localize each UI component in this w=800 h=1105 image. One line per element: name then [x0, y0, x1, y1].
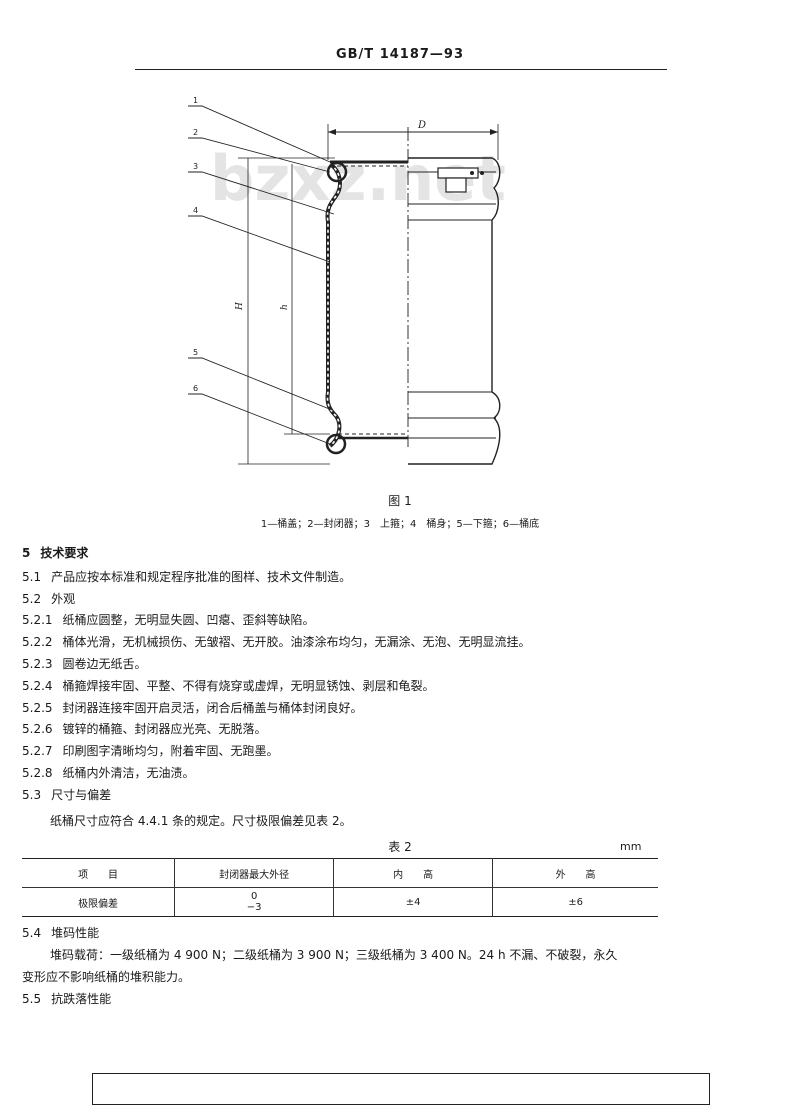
figure-legend: 1—桶盖；2—封闭器；3 上箍；4 桶身；5—下箍；6—桶底 — [260, 519, 540, 530]
paragraph-line: 纸桶尺寸应符合 4.4.1 条的规定。尺寸极限偏差见表 2。 — [50, 812, 352, 829]
section-number: 5.4 — [22, 926, 42, 940]
closure-pivot — [470, 171, 474, 175]
section-text: 尺寸与偏差 — [51, 787, 112, 802]
section-5-3: 5.3 尺寸与偏差 — [22, 786, 111, 803]
section-text: 产品应按本标准和规定程序批准的图样、技术文件制造。 — [51, 569, 352, 584]
closure-upper: 0 — [250, 891, 258, 902]
section-text: 外观 — [51, 591, 76, 606]
section-5-4: 5.4 堆码性能 — [22, 924, 99, 941]
dim-d-arrow-left — [328, 129, 336, 135]
section-number: 5.1 — [22, 569, 42, 584]
closure-clamp — [445, 177, 467, 193]
dim-d-arrow-right — [490, 129, 498, 135]
section-5-2-1: 5.2.1 纸桶应圆整，无明显失圆、凹瘪、歪斜等缺陷。 — [22, 611, 315, 628]
table-row: 极限偏差 0−3 ±4 ±6 — [22, 887, 658, 917]
section-text: 堆码性能 — [51, 926, 100, 940]
document-header: GB/T 14187—93 — [335, 47, 465, 62]
section-number: 5.2.6 — [22, 722, 53, 737]
section-5-2-2: 5.2.2 桶体光滑，无机械损伤、无皱褶、无开胶。油漆涂布均匀，无漏涂、无泡、无明… — [22, 633, 531, 650]
footer-box — [92, 1073, 710, 1105]
closure-tolerance: 0−3 — [174, 887, 335, 917]
section-number: 5.2.7 — [22, 744, 53, 759]
section-number: 5.2.3 — [22, 657, 53, 671]
section-text: 纸桶内外清洁，无油渍。 — [62, 766, 195, 780]
section-text: 桶体光滑，无机械损伤、无皱褶、无开胶。油漆涂布均匀，无漏涂、无泡、无明显流挂。 — [62, 635, 531, 650]
section-5-2-3: 5.2.3 圆卷边无纸舌。 — [22, 655, 147, 672]
section-5-2-8: 5.2.8 纸桶内外清洁，无油渍。 — [22, 764, 195, 781]
inner-height-tolerance: ±4 — [333, 887, 494, 917]
header-rule — [135, 69, 667, 70]
section-number: 5 — [22, 546, 31, 560]
closure-pivot-2 — [480, 171, 484, 175]
section-text: 纸桶尺寸应符合 4.4.1 条的规定。尺寸极限偏差见表 2。 — [50, 813, 352, 828]
header-closure-diameter: 封闭器最大外径 — [174, 858, 335, 888]
outer-height-tolerance: ±6 — [492, 887, 658, 917]
section-text: 印刷图字清晰均匀，附着牢固、无跑墨。 — [62, 744, 279, 759]
section-5-2-4: 5.2.4 桶箍焊接牢固、平整、不得有烧穿或虚焊，无明显锈蚀、剥层和龟裂。 — [22, 677, 435, 694]
callout-leaders — [188, 105, 335, 445]
section-5: 5 技术要求 — [22, 544, 88, 561]
section-text: 桶箍焊接牢固、平整、不得有烧穿或虚焊，无明显锈蚀、剥层和龟裂。 — [62, 678, 435, 693]
section-number: 5.2.5 — [22, 700, 53, 715]
paragraph-line: 堆码载荷：一级纸桶为 4 900 N；二级纸桶为 3 900 N；三级纸桶为 3… — [50, 946, 617, 963]
section-5-1: 5.1 产品应按本标准和规定程序批准的图样、技术文件制造。 — [22, 568, 351, 585]
section-text: 堆码载荷：一级纸桶为 4 900 N；二级纸桶为 3 900 N；三级纸桶为 3… — [50, 948, 618, 962]
header-inner-height: 内 高 — [333, 858, 494, 888]
section-text: 纸桶应圆整，无明显失圆、凹瘪、歪斜等缺陷。 — [62, 613, 315, 628]
section-number: 5.3 — [22, 787, 42, 802]
paragraph-line: 变形应不影响纸桶的堆积能力。 — [22, 968, 190, 985]
dim-inner-label: h — [280, 304, 290, 310]
header-item: 项 目 — [22, 858, 176, 888]
section-text: 抗跌落性能 — [51, 992, 112, 1006]
section-number: 5.5 — [22, 992, 42, 1006]
table-header-row: 项 目 封闭器最大外径 内 高 外 高 — [22, 858, 658, 888]
figure-caption: 图 1 — [388, 494, 412, 508]
bottom-bead — [325, 433, 347, 455]
svg-text:6: 6 — [193, 384, 198, 393]
section-text: 镀锌的桶箍、封闭器应光亮、无脱落。 — [62, 722, 267, 737]
section-number: 5.2.4 — [22, 678, 53, 693]
section-text: 技术要求 — [40, 546, 89, 560]
section-text: 变形应不影响纸桶的堆积能力。 — [22, 970, 191, 984]
drum-drawing: bzxz.net D H h — [188, 96, 506, 465]
tolerance-table: 项 目 封闭器最大外径 内 高 外 高 极限偏差 0−3 ±4 ±6 — [22, 858, 658, 917]
section-text: 圆卷边无纸舌。 — [62, 657, 147, 671]
dim-d-label: D — [417, 120, 426, 131]
drum-outer-view — [408, 157, 501, 465]
svg-text:4: 4 — [193, 206, 198, 215]
section-text: 封闭器连接牢固开启灵活，闭合后桶盖与桶体封闭良好。 — [62, 700, 363, 715]
section-number: 5.2.8 — [22, 766, 53, 780]
svg-text:1: 1 — [193, 96, 198, 105]
table-title: 表 2 — [388, 840, 412, 854]
drum-wall-section — [325, 162, 342, 448]
section-5-5: 5.5 抗跌落性能 — [22, 990, 111, 1007]
header-outer-height: 外 高 — [492, 858, 658, 888]
section-5-2-6: 5.2.6 镀锌的桶箍、封闭器应光亮、无脱落。 — [22, 720, 267, 737]
table-unit: mm — [620, 840, 642, 853]
section-number: 5.2 — [22, 591, 42, 606]
callout-numbers: 1 2 3 4 5 6 — [193, 96, 198, 393]
svg-text:2: 2 — [193, 128, 198, 137]
svg-text:3: 3 — [193, 162, 198, 171]
section-5-2: 5.2 外观 — [22, 590, 75, 607]
section-number: 5.2.1 — [22, 613, 53, 628]
dim-h-label: H — [235, 302, 245, 311]
section-5-2-7: 5.2.7 印刷图字清晰均匀，附着牢固、无跑墨。 — [22, 742, 279, 759]
row-label: 极限偏差 — [22, 887, 176, 917]
svg-text:5: 5 — [193, 348, 198, 357]
section-number: 5.2.2 — [22, 635, 53, 650]
closure-lower: −3 — [246, 902, 262, 913]
section-5-2-5: 5.2.5 封闭器连接牢固开启灵活，闭合后桶盖与桶体封闭良好。 — [22, 699, 363, 716]
